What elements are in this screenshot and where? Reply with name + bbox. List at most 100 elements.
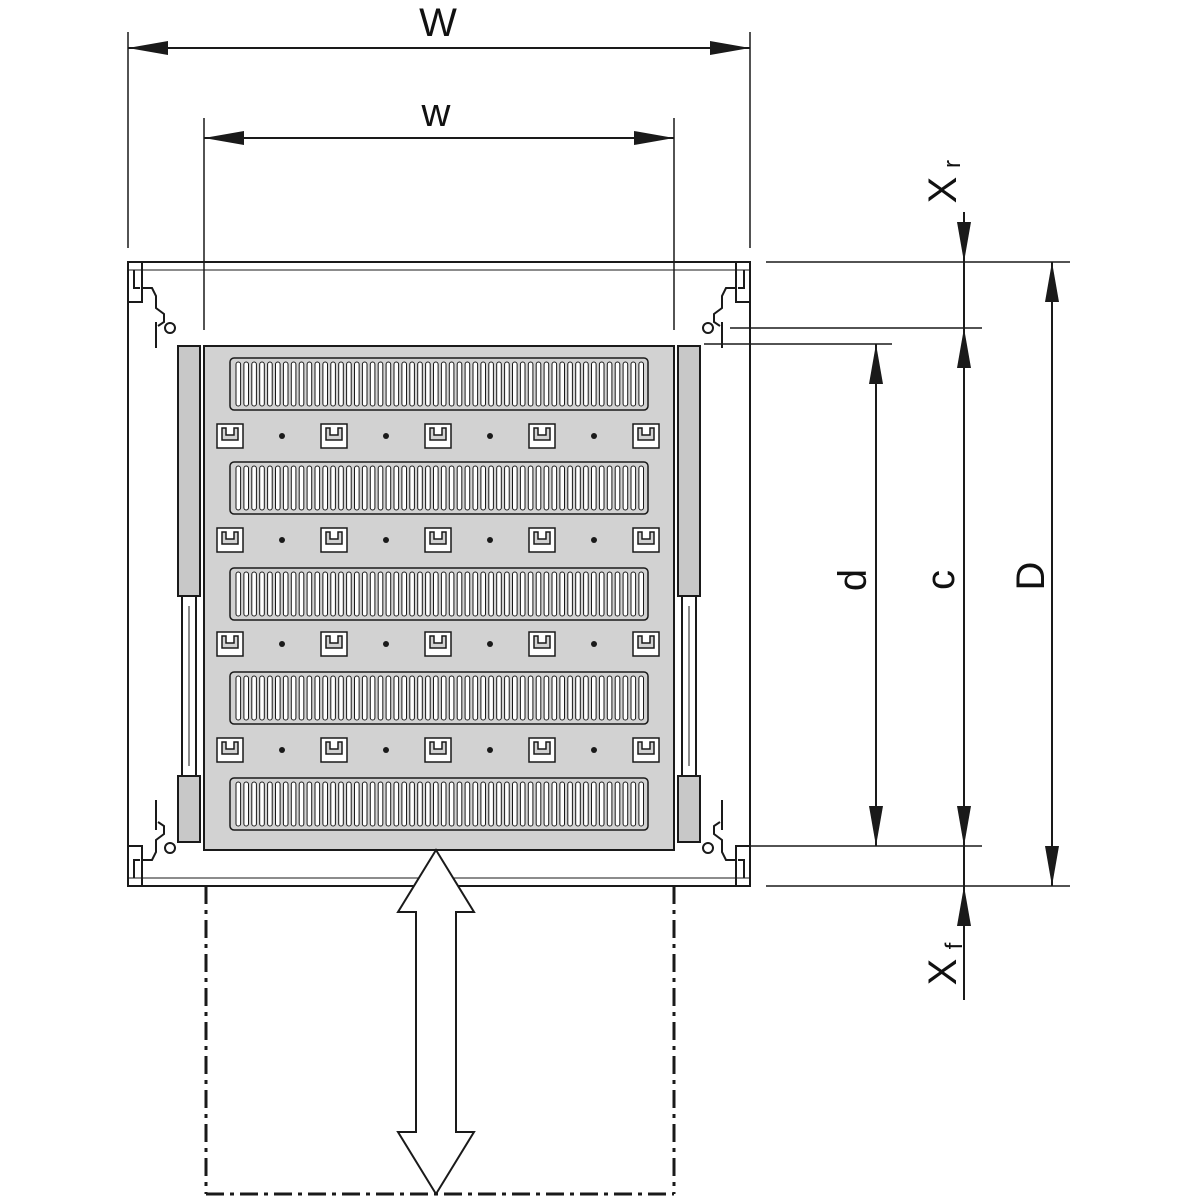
ventilation-slot (259, 781, 265, 827)
ventilation-slot (259, 571, 265, 617)
ventilation-slot (472, 571, 479, 617)
ventilation-slot (433, 781, 439, 827)
screw-hole-dot (591, 747, 597, 753)
ventilation-slot (480, 571, 486, 617)
ventilation-slot (630, 465, 637, 511)
ventilation-slot (440, 675, 447, 721)
ventilation-slot (535, 781, 542, 827)
ventilation-slot (425, 675, 431, 721)
ventilation-slot (385, 571, 392, 617)
screw-hole-dot (383, 537, 389, 543)
ventilation-slot (361, 781, 368, 827)
corner-profile-bottom-right (702, 800, 751, 887)
ventilation-slot (393, 675, 400, 721)
ventilation-slot (496, 781, 502, 827)
cage-nut-mount-hole (216, 423, 244, 449)
ventilation-slot (456, 361, 463, 407)
ventilation-slot (306, 675, 313, 721)
ventilation-slot (598, 781, 605, 827)
ventilation-slot (622, 361, 629, 407)
cage-nut-mount-hole (632, 527, 660, 553)
ventilation-slot (575, 675, 581, 721)
ventilation-slot (622, 465, 629, 511)
ventilation-slot (567, 571, 573, 617)
label-x-rear-subscript: r (939, 160, 966, 168)
ventilation-slot (519, 361, 526, 407)
screw-hole-dot (591, 537, 597, 543)
label-x-rear: X (921, 177, 965, 204)
cage-nut-mount-hole (320, 423, 348, 449)
ventilation-slot (275, 361, 281, 407)
ventilation-slot (361, 675, 368, 721)
ventilation-slot (598, 571, 605, 617)
ventilation-slot (638, 781, 645, 827)
cage-nut-mount-hole (320, 527, 348, 553)
ventilation-slot (354, 675, 360, 721)
ventilation-slot (338, 361, 344, 407)
ventilation-slot (448, 781, 455, 827)
ventilation-slot (591, 781, 597, 827)
ventilation-slot (425, 361, 431, 407)
cage-nut-mount-hole (632, 423, 660, 449)
ventilation-slot (409, 361, 415, 407)
screw-hole-dot (591, 433, 597, 439)
ventilation-slot (575, 465, 581, 511)
ventilation-slot (354, 361, 360, 407)
cage-nut-mount-hole (528, 527, 556, 553)
ventilation-slot (543, 571, 550, 617)
ventilation-slot (322, 675, 328, 721)
ventilation-slot (638, 465, 645, 511)
cage-nut-mount-hole (424, 423, 452, 449)
ventilation-slot (393, 465, 400, 511)
ventilation-slot (361, 465, 368, 511)
screw-hole-dot (487, 641, 493, 647)
ventilation-slot (512, 465, 518, 511)
ventilation-slot (338, 781, 344, 827)
cage-nut-mount-hole (216, 631, 244, 657)
ventilation-slot (275, 465, 281, 511)
corner-profile-bottom-left (127, 800, 176, 887)
screw-hole-dot (279, 537, 285, 543)
ventilation-slot (425, 465, 431, 511)
ventilation-slot (472, 781, 479, 827)
ventilation-slot (354, 781, 360, 827)
ventilation-slot (496, 361, 502, 407)
ventilation-slot (614, 675, 621, 721)
ventilation-slot (282, 361, 289, 407)
ventilation-slot (504, 781, 510, 827)
ventilation-slot (298, 465, 305, 511)
ventilation-slot (243, 571, 249, 617)
corner-profile-top-right (702, 261, 751, 348)
ventilation-slot (527, 571, 534, 617)
ventilation-slot (472, 361, 479, 407)
ventilation-slot (243, 675, 249, 721)
ventilation-slot (559, 465, 566, 511)
ventilation-slot (543, 675, 550, 721)
screw-hole-dot (383, 433, 389, 439)
cage-nut-mount-hole (424, 631, 452, 657)
ventilation-slot (488, 781, 494, 827)
ventilation-slot (377, 571, 384, 617)
ventilation-slot (488, 571, 494, 617)
ventilation-slot (377, 781, 384, 827)
ventilation-slot (354, 571, 360, 617)
cage-nut-mount-hole (424, 737, 452, 763)
ventilation-slot (583, 571, 589, 617)
ventilation-slot (346, 781, 352, 827)
ventilation-slot (259, 465, 265, 511)
ventilation-slot (267, 465, 273, 511)
ventilation-slot (496, 675, 502, 721)
label-x-front: X (921, 959, 965, 986)
ventilation-slot (354, 465, 360, 511)
ventilation-slot (630, 675, 637, 721)
ventilation-slot (472, 675, 479, 721)
ventilation-slot (583, 361, 589, 407)
ventilation-slot (614, 571, 621, 617)
ventilation-slot (551, 675, 558, 721)
ventilation-slot (235, 465, 242, 511)
ventilation-slot (630, 781, 637, 827)
ventilation-slot (314, 781, 321, 827)
slot-row-frame (229, 461, 649, 515)
